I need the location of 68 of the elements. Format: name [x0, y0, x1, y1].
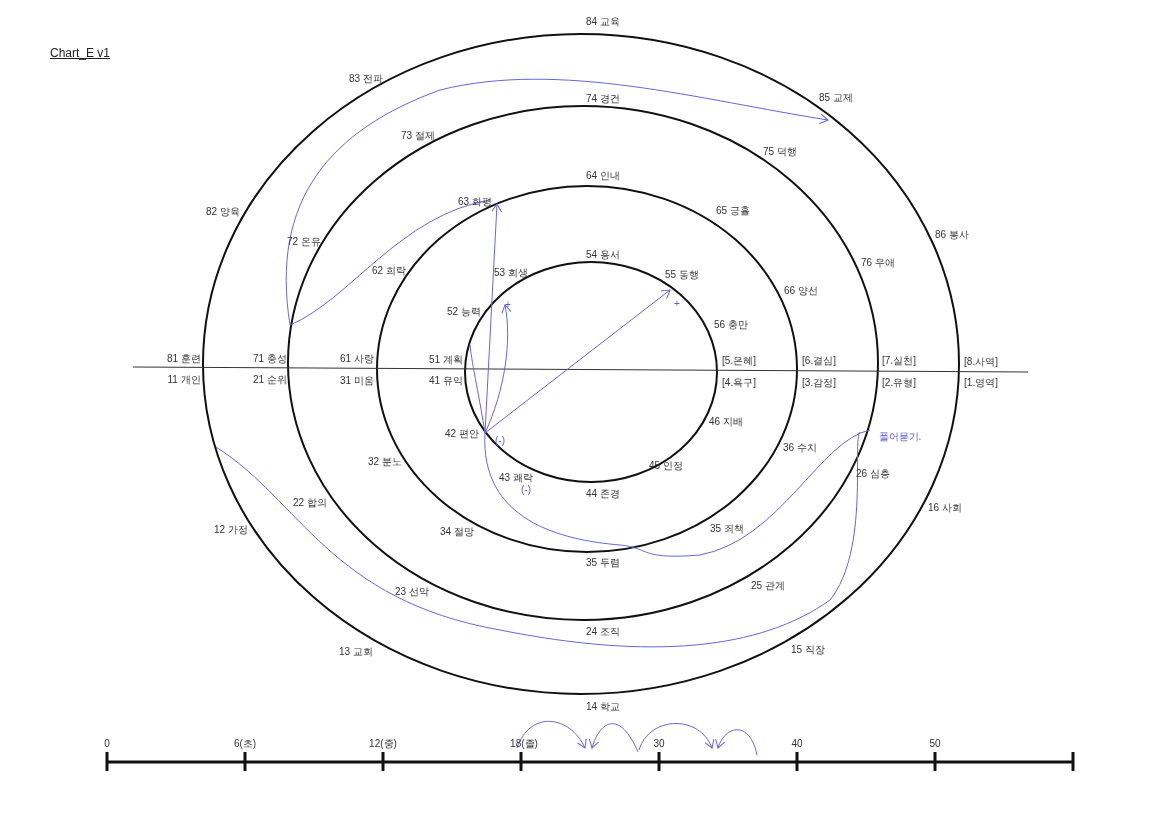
ring-label: 85 교제 — [819, 91, 853, 103]
ring-label: 65 긍휼 — [716, 204, 750, 216]
ring-label: [8.사역] — [964, 355, 998, 367]
ring-label: 42 편안 — [445, 427, 479, 439]
ring-label: 73 절제 — [401, 129, 435, 141]
ring-label: [4.욕구] — [722, 376, 756, 388]
ring-label: 66 양선 — [784, 284, 818, 296]
handwritten-note: (-) — [521, 483, 531, 495]
ring-label: 56 충만 — [714, 318, 748, 330]
handwritten-note: 풀어묻기. — [878, 430, 922, 442]
ring-label: 36 수치 — [783, 441, 817, 453]
ring-label: [3.감정] — [802, 376, 836, 388]
ring-label: 51 계획 — [429, 353, 463, 365]
ring-label: 62 희락 — [372, 264, 406, 276]
tick-label: 40 — [791, 737, 803, 749]
ring-label: 15 직장 — [791, 643, 825, 655]
tick-label: 6(초) — [233, 737, 257, 749]
ring-label: 26 심층 — [856, 467, 890, 479]
ring-label: 74 경건 — [586, 92, 620, 104]
tick-label: 0 — [104, 737, 110, 749]
tick-label: 30 — [653, 737, 665, 749]
ring-label: 41 유익 — [429, 374, 463, 386]
ring-label: 35 두렴 — [586, 556, 620, 568]
ring-label: 76 우애 — [861, 256, 895, 268]
ring-label: 22 합의 — [293, 496, 327, 508]
ring-label: 83 전파 — [349, 72, 383, 84]
tick-label: 12(중) — [369, 737, 397, 749]
ring-label: 25 관계 — [751, 579, 785, 591]
ring-label: 55 동행 — [665, 268, 699, 280]
ring-label: [5.은혜] — [722, 354, 756, 366]
ring-label: 75 덕행 — [763, 145, 797, 157]
ring-label: 43 쾌락 — [499, 471, 533, 483]
ring-label: 54 용서 — [586, 248, 620, 260]
ring-label: 35 죄책 — [710, 522, 744, 534]
chart-title: Chart_E v1 — [50, 46, 111, 60]
ring-label: 84 교육 — [586, 15, 620, 27]
ring-label: [1.영역] — [964, 376, 998, 388]
ring-label: 61 사랑 — [340, 352, 374, 364]
ring-label: 64 인내 — [586, 169, 620, 181]
ring-label: 21 순위 — [253, 373, 287, 385]
ring-label: 32 분노 — [368, 455, 402, 467]
ring-label: 23 선악 — [395, 585, 429, 597]
ring-label: 82 양육 — [206, 205, 240, 217]
ring-label: [7.실천] — [882, 354, 916, 366]
ring-label: 16 사회 — [928, 501, 962, 513]
ring-label: 72 온유 — [287, 235, 321, 247]
ring-label: 81 훈련 — [167, 352, 201, 364]
handwritten-note: + — [674, 297, 680, 309]
ring-label: 34 절망 — [440, 525, 474, 537]
ring-label: 53 회생 — [494, 266, 528, 278]
tick-label: 50 — [929, 737, 941, 749]
ring-label: 24 조직 — [586, 625, 620, 637]
ring-label: 63 화평 — [458, 195, 492, 207]
ring-label: 71 충성 — [253, 352, 287, 364]
handwritten-note: + — [505, 298, 511, 310]
ring-label: 44 존경 — [586, 487, 620, 499]
ring-label: 13 교회 — [339, 645, 373, 657]
ring-label: 11 개인 — [167, 373, 201, 385]
ring-label: [6.결심] — [802, 354, 836, 366]
ring-label: [2.유형] — [882, 376, 916, 388]
ring-label: 31 미움 — [340, 374, 374, 386]
ring-label: 52 능력 — [447, 305, 481, 317]
ring-label: 46 지배 — [709, 415, 743, 427]
ring-label: 86 봉사 — [935, 228, 969, 240]
ring-label: 14 학교 — [586, 700, 620, 712]
tick-label: 18(졸) — [510, 737, 538, 749]
ring-label: 12 가정 — [214, 523, 248, 535]
handwritten-note: (-) — [495, 434, 505, 446]
